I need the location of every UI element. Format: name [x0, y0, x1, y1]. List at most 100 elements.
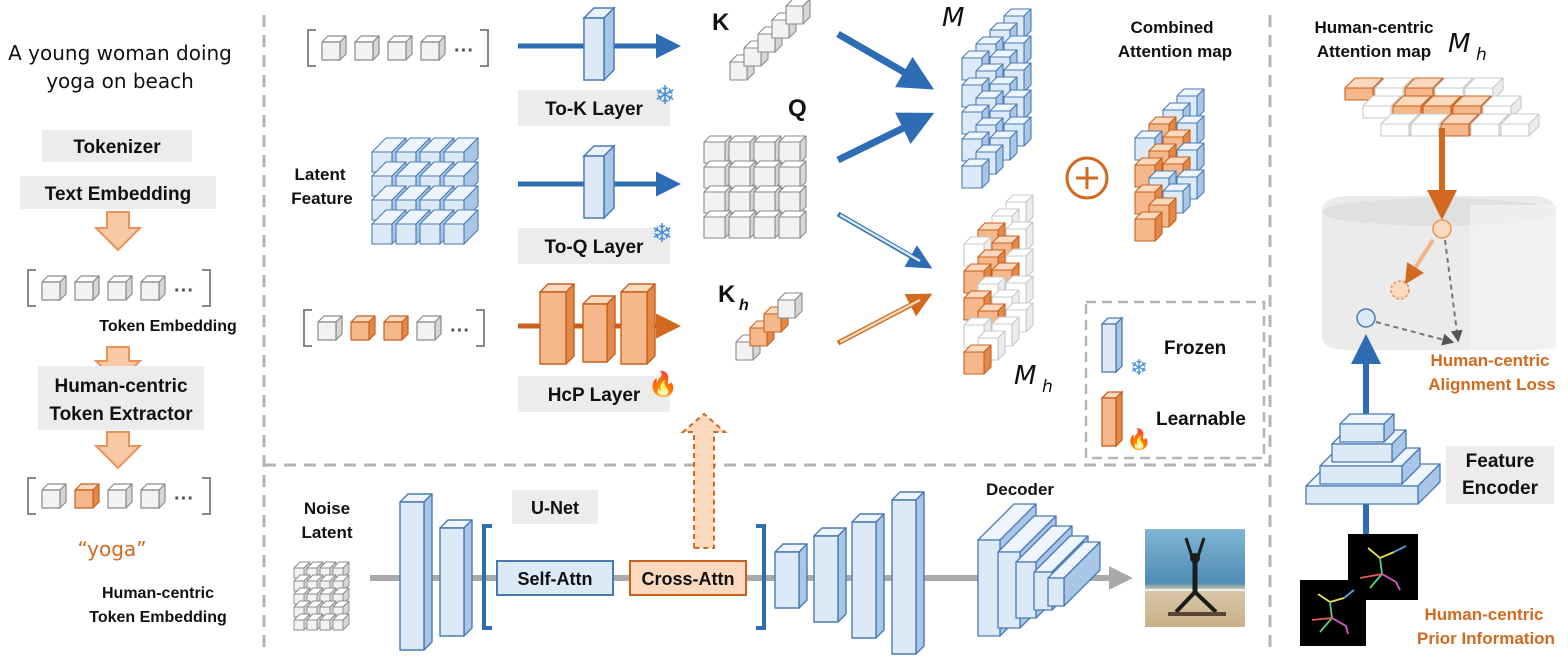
right-panel: Human-centric Attention map M h Human-ce…	[1300, 18, 1556, 648]
m-label: M	[942, 3, 964, 33]
combined-attention-map	[1134, 88, 1205, 242]
legend-learnable-swatch	[1100, 390, 1124, 448]
latent-feature-cube	[371, 137, 479, 245]
latent-label-line1: Latent	[295, 165, 346, 184]
to-q-layer-block	[582, 144, 616, 220]
unet-blocks	[399, 491, 925, 655]
encoder-label-line2: Encoder	[1462, 478, 1539, 499]
to-k-label: To-K Layer	[545, 99, 643, 120]
token-row-kh: ···	[303, 309, 485, 347]
encoder-label-box	[1446, 446, 1554, 504]
down-arrow-3	[93, 431, 143, 470]
yoga-output-image	[1145, 529, 1245, 627]
loss-dashed-2	[1444, 239, 1463, 343]
mh-subscript: h	[1042, 377, 1053, 397]
cross-attn-label: Cross-Attn	[642, 569, 735, 589]
mh-label: M	[1014, 361, 1036, 391]
unet-label-box	[512, 490, 598, 524]
extractor-box	[38, 366, 204, 430]
latent-label-line2: Feature	[291, 189, 352, 208]
text-embedding-box	[20, 176, 216, 209]
hc-attn-label-line2: Attention map	[1317, 42, 1431, 61]
prior-label-line2: Prior Information	[1417, 629, 1555, 648]
yoga-word: “yoga”	[77, 537, 146, 561]
q-to-m-arrow	[836, 112, 935, 164]
encoder-label-line1: Feature	[1466, 451, 1535, 472]
unet-panel: Noise Latent U-Net Self-Attn Cross-Attn …	[293, 412, 1245, 655]
prompt-text-line1: A young woman doing	[8, 41, 232, 65]
prior-label-line1: Human-centric	[1424, 605, 1543, 624]
loss-label-line2: Alignment Loss	[1428, 375, 1556, 394]
legend-frozen-label: Frozen	[1164, 338, 1226, 359]
unet-label: U-Net	[531, 498, 579, 518]
right-mh-subscript: h	[1476, 45, 1487, 65]
loss-dashed-1	[1375, 321, 1455, 346]
q-to-mh-arrow-inner	[839, 213, 921, 263]
to-k-layer-block	[582, 6, 616, 82]
self-attn-box	[496, 560, 614, 596]
down-arrow-1	[93, 211, 143, 252]
section-separators	[262, 15, 1272, 655]
to-q-label: To-Q Layer	[545, 237, 644, 258]
feature-encoder-stack	[1305, 413, 1441, 505]
token-row-k: ···	[307, 29, 489, 67]
legend-snowflake-icon: ❄	[1130, 355, 1148, 380]
k-label: K	[712, 9, 730, 36]
hcp-layer-blocks	[539, 283, 656, 365]
tokenizer-label: Tokenizer	[73, 137, 161, 158]
kh-label: K	[718, 281, 736, 308]
legend-box	[1084, 300, 1266, 460]
loss-label-line1: Human-centric	[1430, 351, 1549, 370]
learnable-flame-icon-hcp: 🔥	[648, 370, 678, 398]
q-tensor	[703, 135, 807, 239]
kh-tensor	[735, 292, 803, 361]
token-row-1: ···	[27, 269, 211, 307]
noise-label-line1: Noise	[304, 499, 350, 518]
noise-label-line2: Latent	[302, 523, 353, 542]
embedding-cylinder	[1322, 196, 1556, 350]
plus-icon	[1065, 156, 1109, 200]
hc-token-label-line2: Token Embedding	[89, 609, 226, 626]
cross-attn-up-arrow	[680, 412, 728, 549]
to-q-label-box	[518, 228, 670, 264]
frozen-snowflake-icon-q: ❄	[651, 218, 673, 248]
decoder-blocks	[977, 503, 1101, 637]
combined-label-line1: Combined	[1130, 18, 1213, 37]
hc-attn-label-line1: Human-centric	[1314, 18, 1433, 37]
self-attn-label: Self-Attn	[518, 569, 593, 589]
m-attention-map	[961, 8, 1032, 189]
to-k-label-box	[518, 90, 670, 126]
prompt-text-line2: yoga on beach	[46, 69, 194, 93]
legend-flame-icon: 🔥	[1127, 427, 1152, 451]
frozen-snowflake-icon-k: ❄	[654, 80, 676, 110]
target-point	[1432, 219, 1452, 239]
svg-text:···: ···	[174, 488, 194, 510]
kh-to-mh-arrow-inner	[839, 298, 921, 344]
svg-text:···: ···	[454, 40, 474, 62]
kh-subscript: h	[739, 297, 749, 314]
right-mh-label: M	[1448, 29, 1470, 59]
attention-panel: ··· ··· To-K Layer ❄ To-Q Layer ❄ HcP La…	[291, 0, 1266, 460]
legend-frozen-swatch	[1100, 316, 1124, 374]
hc-token-label-line1: Human-centric	[102, 585, 214, 602]
alignment-arrow	[1404, 238, 1435, 285]
k-to-m-arrow	[836, 30, 935, 90]
tokenizer-box	[42, 130, 192, 162]
cross-attn-box	[629, 560, 747, 596]
q-label: Q	[788, 95, 807, 122]
flat-attention-map	[1344, 77, 1540, 137]
k-tensor	[729, 0, 811, 81]
text-embedding-label: Text Embedding	[45, 184, 191, 205]
prior-point	[1356, 308, 1376, 328]
token-row-2: ···	[27, 477, 211, 515]
unet-bracket-left	[482, 524, 492, 630]
token-embedding-label: Token Embedding	[99, 318, 236, 335]
extractor-label-line1: Human-centric	[54, 376, 187, 397]
svg-text:···: ···	[450, 320, 470, 342]
pose-image-front	[1300, 580, 1366, 646]
hcp-label: HcP Layer	[548, 385, 641, 406]
mh-attention-map	[963, 194, 1034, 375]
unet-bracket-right	[756, 524, 766, 630]
decoder-label: Decoder	[986, 480, 1054, 499]
